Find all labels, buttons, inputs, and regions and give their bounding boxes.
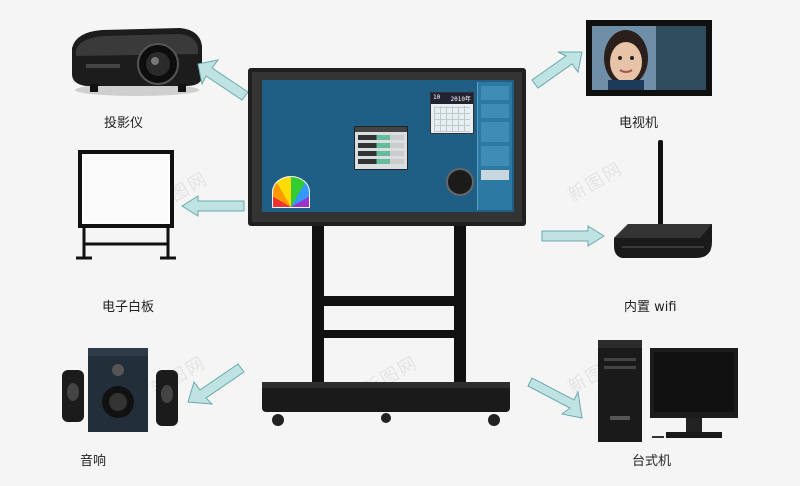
settings-row[interactable]	[358, 151, 404, 156]
menu-tile[interactable]	[481, 122, 509, 142]
settings-row[interactable]	[358, 135, 404, 140]
speakers-illustration	[58, 344, 182, 444]
router-label: 内置 wifi	[624, 300, 677, 315]
arrow-to-projector	[197, 59, 249, 101]
calendar-month: 2010年	[450, 96, 471, 103]
arrow-to-desktop	[527, 377, 583, 419]
whiteboard-label: 电子白板	[102, 300, 155, 315]
color-palette-widget[interactable]	[272, 176, 310, 208]
tv-label: 电视机	[619, 116, 659, 131]
calendar-day: 10	[433, 94, 441, 101]
arrow-to-speakers	[187, 363, 245, 405]
projector-illustration	[62, 20, 212, 104]
settings-row[interactable]	[358, 143, 404, 148]
speakers-label: 音响	[80, 454, 107, 469]
menu-tile[interactable]	[481, 104, 509, 118]
settings-row[interactable]	[358, 159, 404, 164]
desktop-illustration	[596, 336, 740, 448]
desktop-label: 台式机	[632, 454, 672, 469]
router-illustration	[608, 138, 718, 268]
tv-illustration	[586, 20, 712, 100]
projector-label: 投影仪	[104, 116, 144, 131]
calendar-grid	[434, 106, 470, 132]
arrow-to-whiteboard	[181, 195, 245, 217]
clock-widget[interactable]	[446, 168, 474, 196]
whiteboard-illustration	[74, 150, 178, 268]
panel-screen: 10 2010年	[262, 80, 514, 212]
arrow-to-router	[541, 225, 605, 247]
settings-dialog[interactable]	[354, 126, 408, 170]
menu-tile[interactable]	[481, 86, 509, 100]
menu-tile[interactable]	[481, 146, 509, 166]
arrow-to-tv	[531, 51, 583, 89]
calendar-widget[interactable]: 10 2010年	[430, 92, 474, 134]
menu-tile[interactable]	[481, 170, 509, 180]
screen-side-menu[interactable]	[477, 82, 512, 210]
